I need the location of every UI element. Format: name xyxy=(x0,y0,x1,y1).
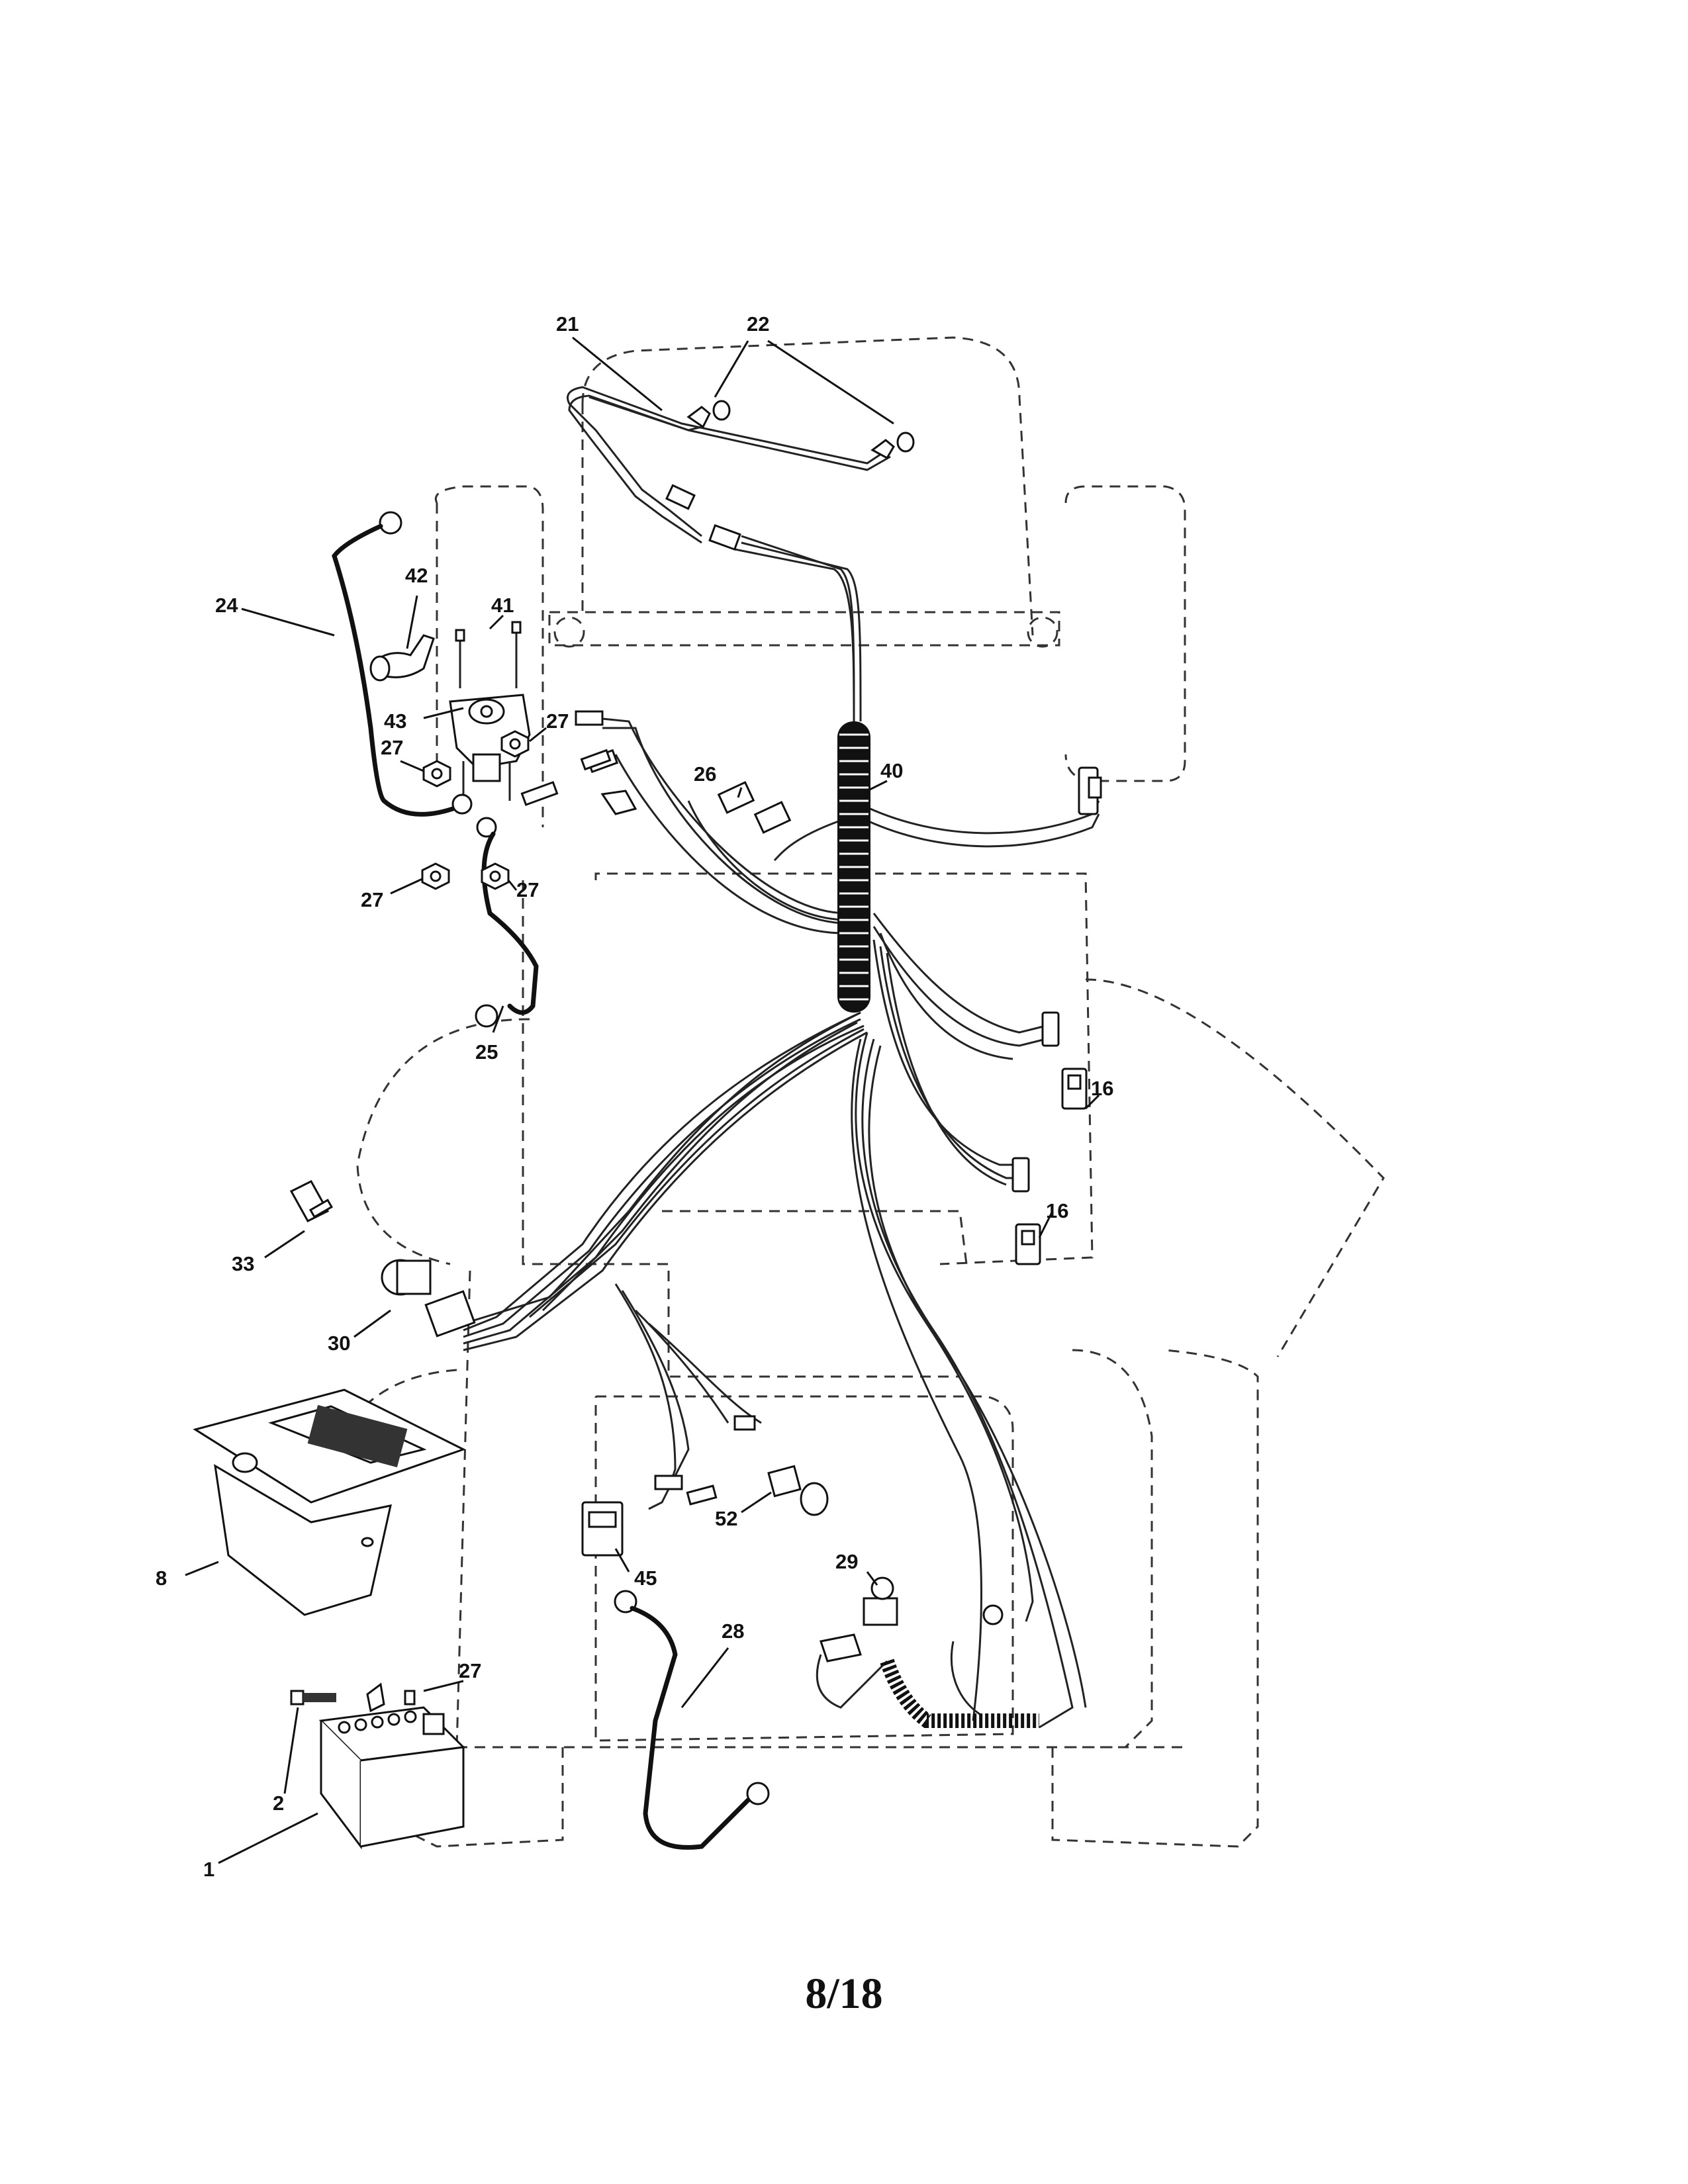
leader-lines xyxy=(185,336,1100,1864)
callout-33: 33 xyxy=(232,1252,254,1275)
wiring-harness xyxy=(463,535,1100,1729)
callout-41: 41 xyxy=(491,594,514,617)
callout-2: 2 xyxy=(273,1792,284,1815)
ground-cable-28 xyxy=(614,1590,770,1850)
battery-cable-24 xyxy=(332,511,473,817)
callout-30: 30 xyxy=(328,1332,350,1355)
callout-16-b: 16 xyxy=(1046,1199,1068,1222)
hour-meter xyxy=(581,1501,624,1557)
callout-26: 26 xyxy=(694,762,716,786)
callout-24: 24 xyxy=(215,594,238,617)
callout-27-d: 27 xyxy=(516,878,539,901)
callout-45: 45 xyxy=(634,1567,657,1590)
harness-loom xyxy=(837,721,870,1013)
callout-40: 40 xyxy=(880,759,903,782)
callout-22: 22 xyxy=(747,312,769,336)
callout-25: 25 xyxy=(475,1040,498,1064)
interlock-switch xyxy=(1015,1068,1088,1265)
battery-bolt xyxy=(290,1690,336,1706)
callout-21: 21 xyxy=(556,312,579,336)
fuse-holder xyxy=(717,781,792,834)
headlight-harness xyxy=(567,386,891,722)
solenoid-bolts xyxy=(455,621,522,688)
battery-box xyxy=(193,1388,466,1616)
callout-27-c: 27 xyxy=(361,888,383,911)
callout-43: 43 xyxy=(384,709,406,733)
ignition-key xyxy=(289,1180,334,1222)
starter-cable-25 xyxy=(475,817,539,1028)
page-number: 8/18 xyxy=(805,1970,883,2018)
battery-hardware xyxy=(366,1682,416,1713)
ignition-switch xyxy=(381,1259,476,1338)
callout-29: 29 xyxy=(835,1550,858,1573)
coiled-cord xyxy=(816,1654,1039,1728)
connector-right-upper xyxy=(1078,766,1102,815)
pto-switch xyxy=(820,1576,1004,1662)
callout-27-b: 27 xyxy=(546,709,569,733)
callout-8: 8 xyxy=(156,1567,167,1590)
hex-nut xyxy=(421,730,530,890)
callout-27-e: 27 xyxy=(459,1659,481,1682)
callout-16-a: 16 xyxy=(1091,1077,1113,1100)
tractor-outline xyxy=(336,336,1385,1848)
callout-42: 42 xyxy=(405,564,428,587)
callout-52: 52 xyxy=(715,1507,737,1530)
callout-27-a: 27 xyxy=(381,736,403,759)
battery xyxy=(318,1706,466,1850)
callout-28: 28 xyxy=(722,1619,744,1643)
terminal-parts xyxy=(520,749,637,815)
lamp-52 xyxy=(767,1465,829,1516)
headlight-bulb xyxy=(686,400,915,460)
callout-1: 1 xyxy=(203,1858,214,1881)
terminal-boot xyxy=(369,634,435,682)
